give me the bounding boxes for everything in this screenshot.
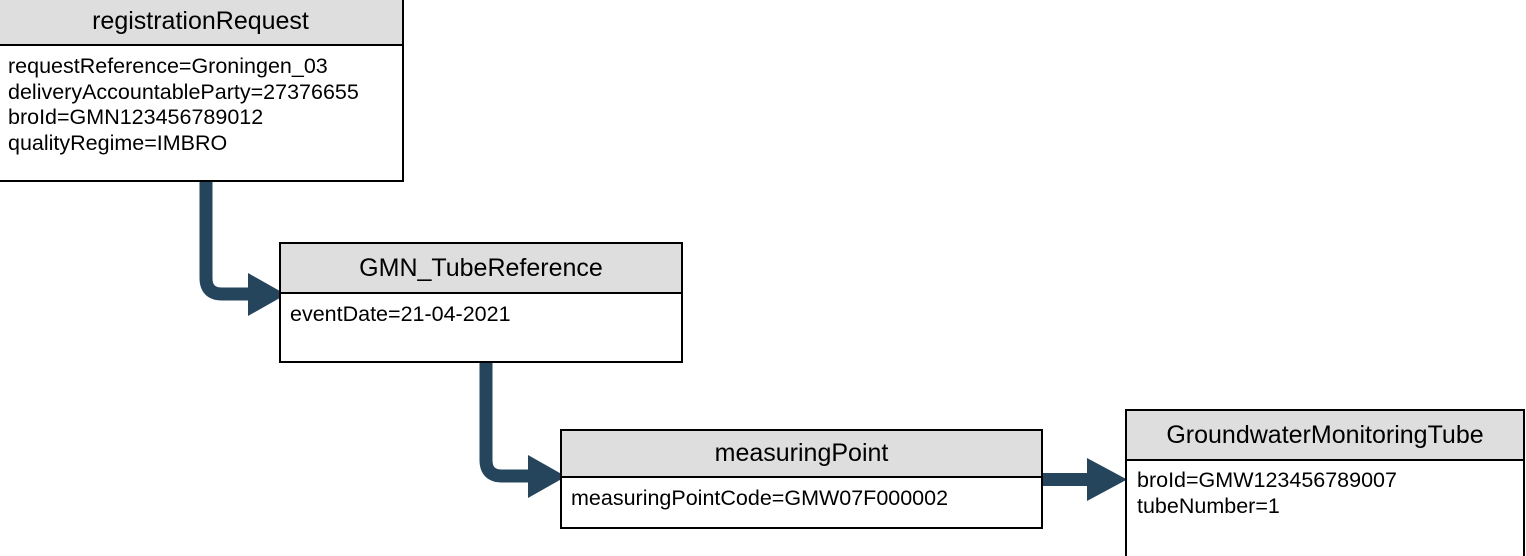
connector-registrationrequest-to-gmn-tubereference (150, 170, 310, 320)
attribute-row: broId=GMN123456789012 (8, 105, 264, 129)
node-attributes-registration-request: requestReference=Groningen_03 deliveryAc… (0, 46, 402, 156)
node-gmn-tubereference[interactable]: GMN_TubeReference eventDate=21-04-2021 (279, 242, 683, 363)
node-title-gmn-tubereference: GMN_TubeReference (281, 244, 681, 294)
attribute-row: tubeNumber=1 (1137, 493, 1280, 518)
node-title-groundwater-monitoring-tube: GroundwaterMonitoringTube (1127, 411, 1523, 461)
attribute-row: deliveryAccountableParty=27376655 (8, 79, 359, 104)
connector-measuringpoint-to-groundwatermonitoringtube (1030, 455, 1140, 505)
node-attributes-gmn-tubereference: eventDate=21-04-2021 (281, 294, 681, 328)
connector-arrow-icon (1030, 458, 1127, 501)
attribute-row: measuringPointCode=GMW07F000002 (571, 486, 949, 510)
attribute-row: eventDate=21-04-2021 (290, 302, 511, 326)
attribute-row: qualityRegime=IMBRO (8, 130, 228, 155)
connector-arrow-icon (199, 170, 286, 316)
attribute-row: requestReference=Groningen_03 (8, 54, 328, 78)
attribute-row: broId=GMW123456789007 (1137, 468, 1397, 492)
node-attributes-measuring-point: measuringPointCode=GMW07F000002 (562, 478, 1041, 512)
connector-gmn-tubereference-to-measuringpoint (430, 352, 590, 502)
node-title-measuring-point: measuringPoint (562, 431, 1041, 478)
connector-arrow-icon (479, 352, 566, 498)
node-attributes-groundwater-monitoring-tube: broId=GMW123456789007 tubeNumber=1 (1127, 461, 1523, 519)
node-title-registration-request: registrationRequest (0, 0, 402, 46)
node-groundwater-monitoring-tube[interactable]: GroundwaterMonitoringTube broId=GMW12345… (1125, 409, 1525, 556)
node-measuring-point[interactable]: measuringPoint measuringPointCode=GMW07F… (560, 429, 1043, 529)
node-registration-request[interactable]: registrationRequest requestReference=Gro… (0, 0, 404, 182)
